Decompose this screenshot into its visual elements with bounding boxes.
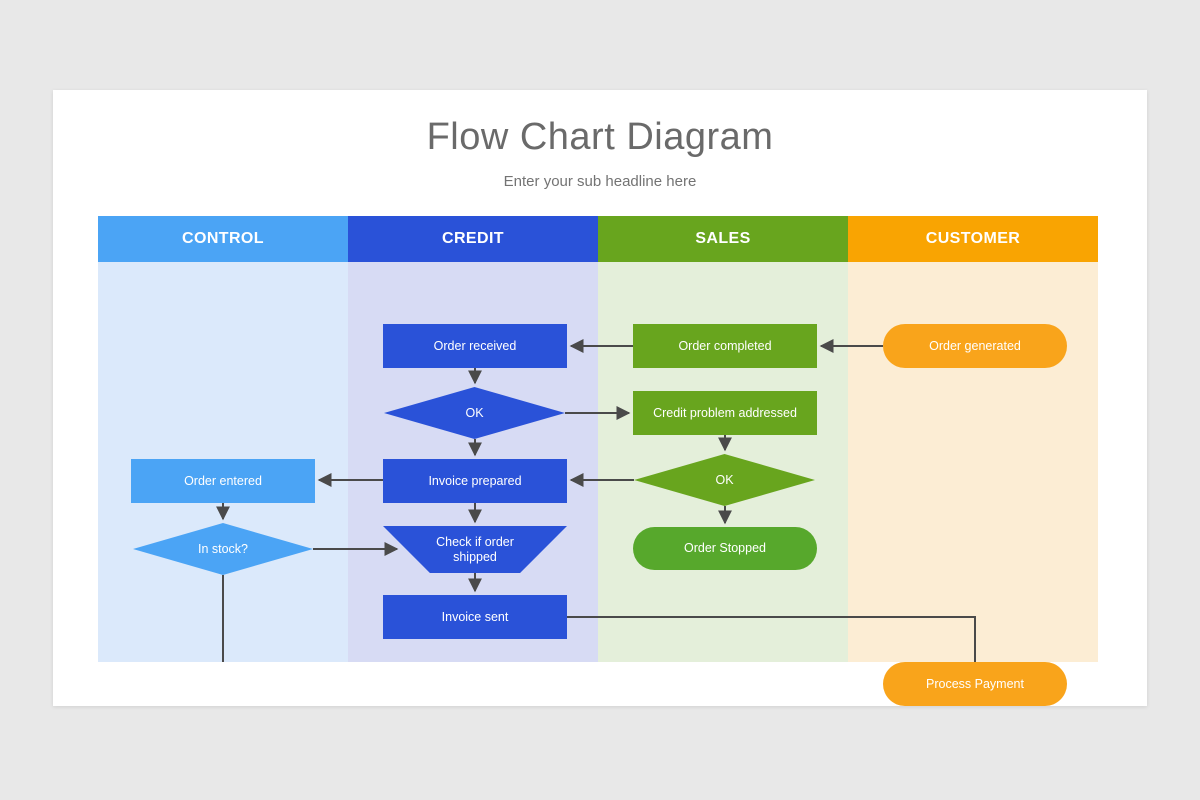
lane-header-control: CONTROL (98, 216, 348, 262)
lane-label: CONTROL (182, 230, 264, 247)
connector-lines (216, 339, 976, 662)
node-check-if-order-shipped: Check if order shipped (383, 526, 567, 573)
node-order-received: Order received (383, 324, 567, 368)
node-process-payment: Process Payment (883, 662, 1067, 706)
slide-card: Flow Chart Diagram Enter your sub headli… (53, 90, 1147, 706)
flowchart-diagram: CONTROL CREDIT SALES CUSTOMER (98, 216, 1098, 706)
node-ok-sales: OK (634, 454, 815, 506)
node-order-completed: Order completed (633, 324, 817, 368)
node-label: Process Payment (926, 676, 1024, 691)
node-credit-problem-addressed: Credit problem addressed (633, 391, 817, 435)
node-label: Order completed (678, 338, 772, 353)
page-subtitle: Enter your sub headline here (503, 173, 697, 190)
node-invoice-prepared: Invoice prepared (383, 459, 567, 503)
lane-header-credit: CREDIT (348, 216, 598, 262)
lane-header-sales: SALES (598, 216, 848, 262)
lane-header-customer: CUSTOMER (848, 216, 1098, 262)
node-label: Order entered (184, 473, 262, 488)
node-label: Order Stopped (684, 541, 766, 556)
node-label: OK (715, 472, 734, 487)
node-label: Order generated (929, 338, 1021, 353)
flowchart-nodes: Order received OK Invoice prepared Check… (98, 262, 1098, 706)
node-order-generated: Order generated (883, 324, 1067, 368)
node-order-entered: Order entered (131, 459, 315, 503)
node-in-stock: In stock? (133, 523, 313, 575)
node-invoice-sent: Invoice sent (383, 595, 567, 639)
node-label: In stock? (197, 541, 249, 556)
node-label: Check if order shipped (436, 535, 514, 564)
node-label: Credit problem addressed (653, 405, 797, 420)
node-label: Invoice prepared (428, 473, 522, 488)
node-order-stopped: Order Stopped (633, 527, 817, 570)
lane-label: CREDIT (442, 230, 504, 247)
node-label: OK (465, 405, 484, 420)
lane-label: CUSTOMER (925, 230, 1021, 247)
lane-label: SALES (695, 230, 751, 247)
node-label: Order received (433, 338, 517, 353)
node-ok-credit: OK (384, 387, 565, 439)
node-label: Invoice sent (441, 609, 509, 624)
page-title: Flow Chart Diagram (426, 116, 774, 158)
